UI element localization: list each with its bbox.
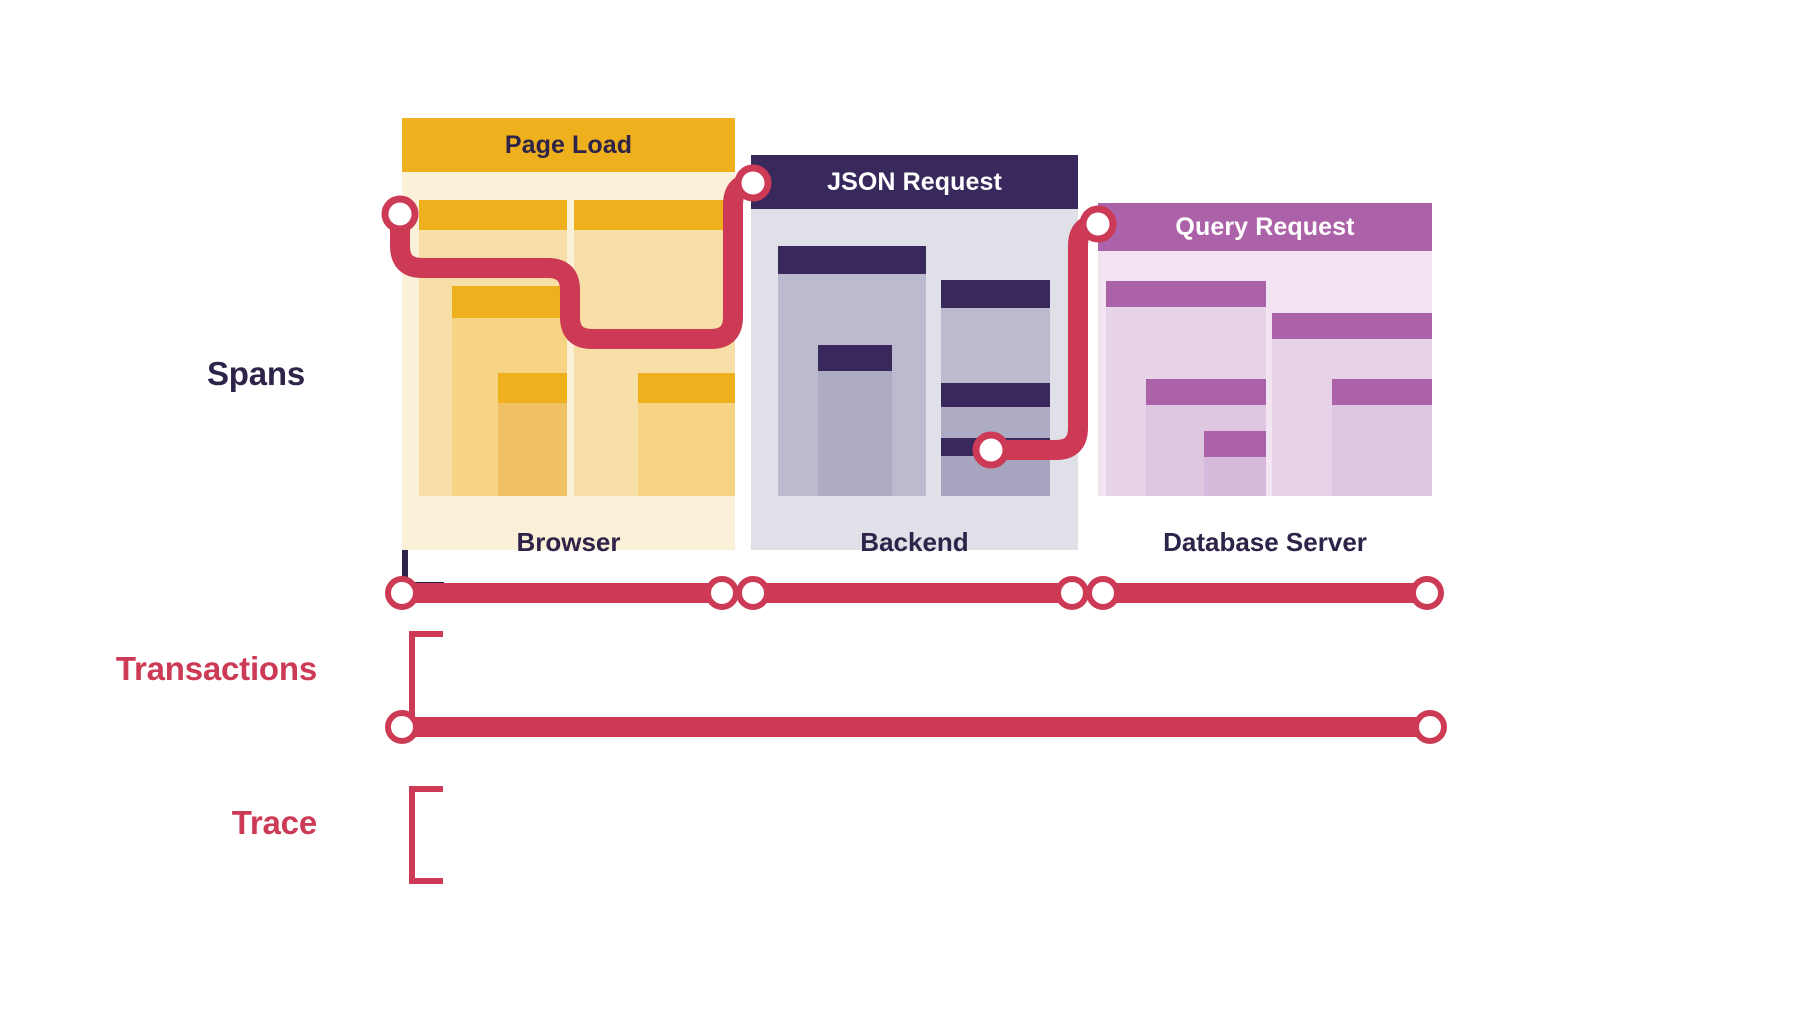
- span-bar-body: [1332, 405, 1432, 496]
- span-bar-database-4: [1332, 379, 1432, 496]
- span-bar-cap: [778, 246, 926, 274]
- span-bar-cap: [818, 345, 892, 371]
- transaction-backend-end-node: [1055, 576, 1089, 610]
- service-column-backend: JSON Request: [751, 155, 1078, 550]
- service-column-database: Query Request: [1098, 203, 1432, 496]
- trace-full-start-node: [385, 710, 419, 744]
- transaction-database-line: [1103, 583, 1427, 603]
- service-caption-database: Database Server: [1163, 527, 1367, 557]
- transaction-browser-start-node: [385, 576, 419, 610]
- span-bar-cap: [941, 438, 1050, 456]
- service-caption-browser: Browser: [516, 527, 621, 557]
- span-bar-body: [941, 456, 1050, 496]
- service-column-browser: Page Load: [402, 118, 735, 550]
- span-bar-backend-4: [941, 438, 1050, 496]
- span-bar-cap: [941, 383, 1050, 407]
- transaction-browser-end-node: [705, 576, 739, 610]
- span-bar-cap: [1332, 379, 1432, 405]
- span-bar-cap: [419, 200, 567, 230]
- bracket-trace: [409, 786, 443, 884]
- row-label-trace: Trace: [231, 804, 317, 841]
- span-bar-cap: [1272, 313, 1432, 339]
- row-label-transactions: Transactions: [115, 650, 317, 687]
- service-header-browser: Page Load: [402, 118, 735, 172]
- transaction-browser-line: [402, 583, 722, 603]
- span-bar-cap: [941, 280, 1050, 308]
- span-bar-browser-4: [638, 373, 735, 496]
- span-bar-database-2: [1204, 431, 1266, 496]
- span-bar-cap: [638, 373, 735, 403]
- span-bar-cap: [574, 200, 735, 230]
- span-bar-body: [638, 403, 735, 496]
- span-bar-cap: [1106, 281, 1266, 307]
- span-bar-cap: [498, 373, 567, 403]
- transaction-backend-start-node: [736, 576, 770, 610]
- service-header-database: Query Request: [1098, 203, 1432, 251]
- row-label-spans: Spans: [206, 355, 305, 392]
- span-bar-cap: [1204, 431, 1266, 457]
- span-bar-body: [818, 371, 892, 496]
- transaction-backend-line: [753, 583, 1072, 603]
- span-bar-body: [1204, 457, 1266, 496]
- service-caption-backend: Backend: [860, 527, 969, 557]
- transaction-database-start-node: [1086, 576, 1120, 610]
- trace-full-end-node: [1413, 710, 1447, 744]
- trace-full-line: [402, 717, 1430, 737]
- service-header-backend: JSON Request: [751, 155, 1078, 209]
- transaction-database-end-node: [1410, 576, 1444, 610]
- span-bar-body: [498, 403, 567, 496]
- span-bar-backend-1: [818, 345, 892, 496]
- span-bar-cap: [1146, 379, 1266, 405]
- span-bar-cap: [452, 286, 567, 318]
- span-bar-browser-2: [498, 373, 567, 496]
